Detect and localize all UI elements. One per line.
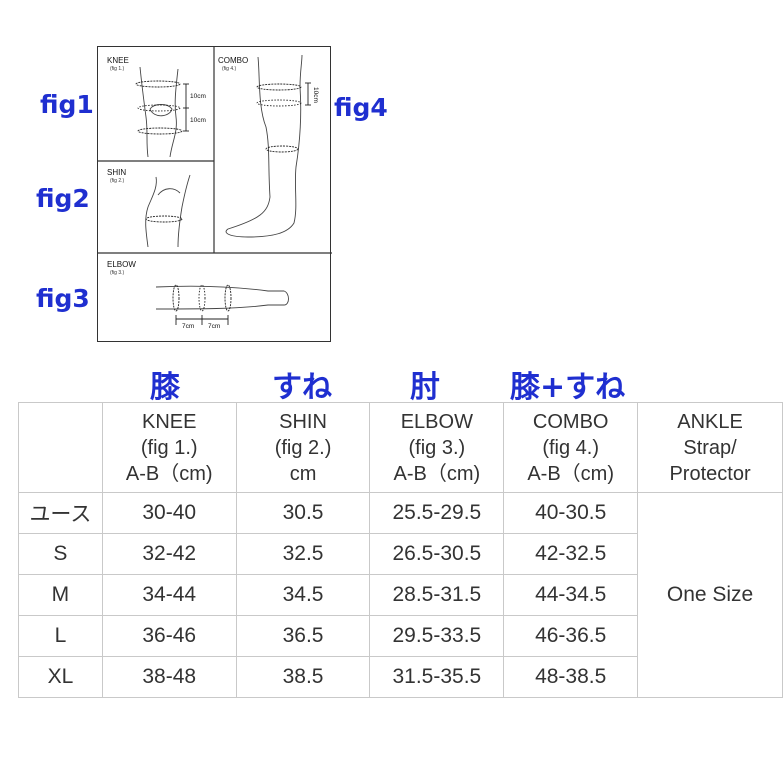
header-line: COMBO <box>532 410 609 433</box>
combo-leg-icon <box>225 54 311 238</box>
fig4-label: fig4 <box>334 93 388 122</box>
elbow-cell: 31.5-35.5 <box>369 656 505 698</box>
elbow-panel-sub: (fig 3.) <box>110 270 125 276</box>
measurement-diagram: KNEE (fig 1.) 10cm 10cm COMBO (fig 4.) 1… <box>97 46 332 342</box>
size-cell: S <box>18 533 103 575</box>
header-line: cm <box>289 462 317 485</box>
shin-cell: 36.5 <box>235 615 371 657</box>
knee-cell: 32-42 <box>101 533 237 575</box>
header-line: (fig 1.) <box>140 436 198 459</box>
header-line: A-B（cm) <box>125 462 213 485</box>
size-cell: M <box>18 574 103 616</box>
shin-cell: 34.5 <box>235 574 371 616</box>
elbow-cell: 25.5-29.5 <box>369 492 505 534</box>
knee-cell: 30-40 <box>101 492 237 534</box>
elbow-arm-icon <box>155 284 289 325</box>
knee-panel-title: KNEE <box>107 56 129 65</box>
header-line: Strap/ <box>683 436 737 459</box>
shin-panel-title: SHIN <box>107 168 127 177</box>
shin-cell: 30.5 <box>235 492 371 534</box>
jp-header-elbow: 肘 <box>410 370 440 405</box>
header-line: A-B（cm) <box>527 462 615 485</box>
elbow-cell: 26.5-30.5 <box>369 533 505 575</box>
combo-cell: 44-34.5 <box>503 574 639 616</box>
header-elbow: ELBOW (fig 3.) A-B（cm) <box>369 402 505 493</box>
header-line: ELBOW <box>400 410 473 433</box>
table-row: XL 38-48 38.5 31.5-35.5 48-38.5 <box>18 656 783 698</box>
combo-measure: 10cm <box>312 87 319 103</box>
ankle-cell: One Size <box>637 492 783 698</box>
fig1-label: fig1 <box>40 90 94 119</box>
table-row: ユース 30-40 30.5 25.5-29.5 40-30.5 One Siz… <box>18 492 783 698</box>
knee-measure-upper: 10cm <box>190 93 206 100</box>
knee-cell: 34-44 <box>101 574 237 616</box>
knee-panel-sub: (fig 1.) <box>110 66 125 72</box>
jp-header-combo: 膝+すね <box>510 370 626 405</box>
combo-cell: 46-36.5 <box>503 615 639 657</box>
jp-header-shin: すね <box>272 370 332 405</box>
elbow-measure-left: 7cm <box>182 323 195 330</box>
combo-panel-title: COMBO <box>218 56 249 65</box>
diagram-lines <box>98 47 332 325</box>
header-line: (fig 3.) <box>408 436 466 459</box>
elbow-cell: 29.5-33.5 <box>369 615 505 657</box>
shin-cell: 38.5 <box>235 656 371 698</box>
size-cell: XL <box>18 656 103 698</box>
header-line: ANKLE <box>677 410 743 433</box>
header-line: (fig 4.) <box>542 436 600 459</box>
fig3-label: fig3 <box>36 284 90 313</box>
size-table: KNEE (fig 1.) A-B（cm) SHIN (fig 2.) cm E… <box>18 402 783 698</box>
knee-leg-icon <box>135 66 189 158</box>
combo-cell: 48-38.5 <box>503 656 639 698</box>
header-knee: KNEE (fig 1.) A-B（cm) <box>101 402 237 493</box>
table-row: L 36-46 36.5 29.5-33.5 46-36.5 <box>18 615 783 657</box>
knee-cell: 36-46 <box>101 615 237 657</box>
shin-cell: 32.5 <box>235 533 371 575</box>
combo-cell: 42-32.5 <box>503 533 639 575</box>
shin-panel-sub: (fig 2.) <box>110 178 125 184</box>
combo-panel-sub: (fig 4.) <box>222 66 237 72</box>
shin-leg-icon <box>145 174 191 248</box>
fig2-label: fig2 <box>36 184 90 213</box>
elbow-measure-right: 7cm <box>208 323 221 330</box>
header-line: KNEE <box>142 410 197 433</box>
table-row: M 34-44 34.5 28.5-31.5 44-34.5 <box>18 574 783 616</box>
header-line: SHIN <box>279 410 327 433</box>
header-line: A-B（cm) <box>393 462 481 485</box>
header-line: Protector <box>669 462 751 485</box>
knee-cell: 38-48 <box>101 656 237 698</box>
size-cell: L <box>18 615 103 657</box>
header-line: (fig 2.) <box>274 436 332 459</box>
table-header-row: KNEE (fig 1.) A-B（cm) SHIN (fig 2.) cm E… <box>18 402 783 493</box>
size-cell: ユース <box>18 492 103 534</box>
elbow-cell: 28.5-31.5 <box>369 574 505 616</box>
combo-cell: 40-30.5 <box>503 492 639 534</box>
jp-header-knee: 膝 <box>150 370 180 405</box>
header-combo: COMBO (fig 4.) A-B（cm) <box>503 402 639 493</box>
elbow-panel-title: ELBOW <box>107 260 136 269</box>
knee-measure-lower: 10cm <box>190 117 206 124</box>
header-ankle: ANKLE Strap/ Protector <box>637 402 783 493</box>
header-size <box>18 402 103 493</box>
header-shin: SHIN (fig 2.) cm <box>235 402 371 493</box>
